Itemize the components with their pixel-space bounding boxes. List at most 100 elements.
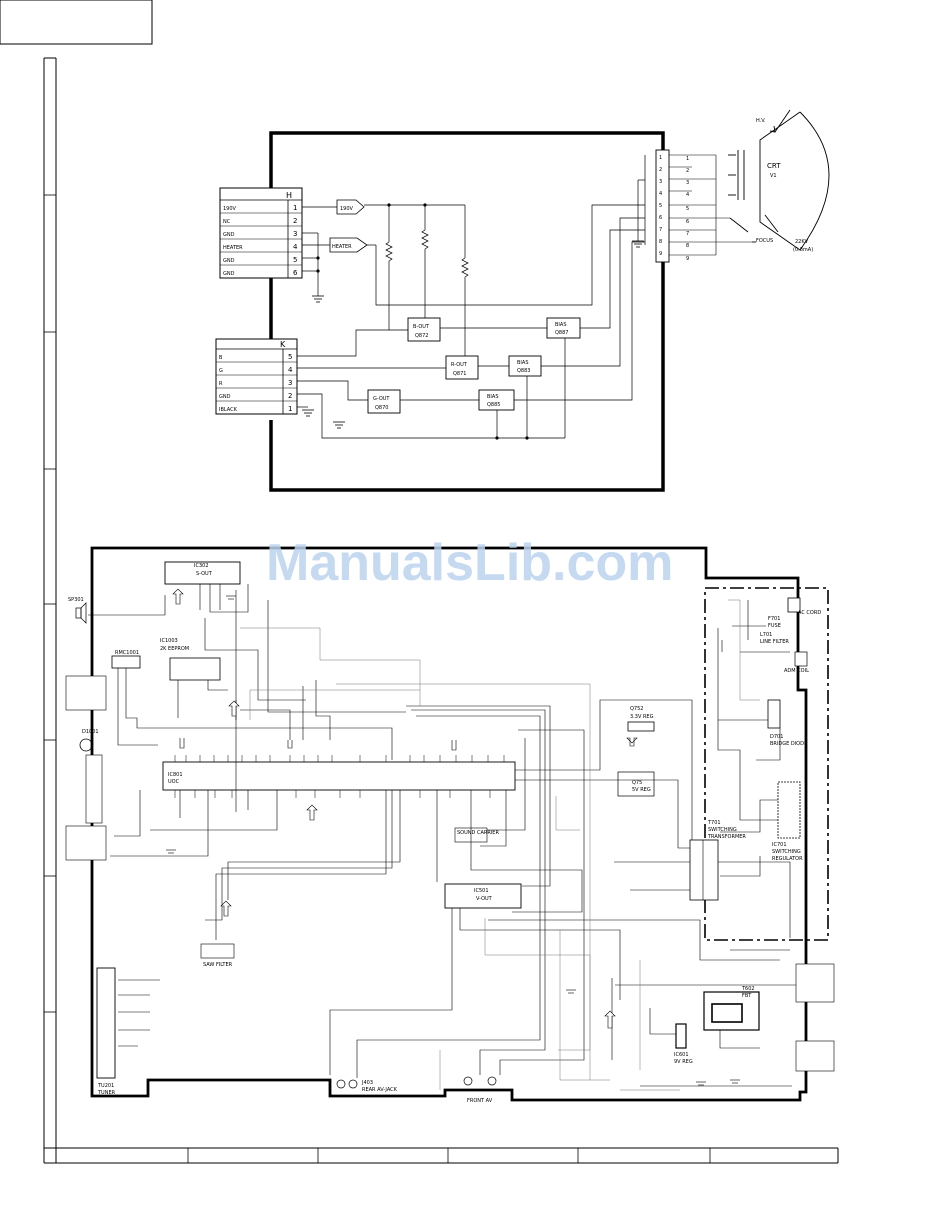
svg-text:Q75: Q75 — [632, 780, 642, 786]
crt-label: CRT — [767, 162, 781, 170]
svg-text:B-OUT: B-OUT — [413, 324, 430, 330]
r-out-block: R-OUT Q871 — [445, 355, 479, 380]
svg-text:J403: J403 — [361, 1080, 373, 1086]
svg-text:2: 2 — [659, 167, 662, 173]
side-connectors — [65, 675, 835, 1072]
svg-text:6: 6 — [686, 219, 689, 225]
svg-text:REGULATOR: REGULATOR — [772, 856, 803, 862]
svg-text:IC801: IC801 — [168, 772, 183, 778]
rear-av-jack: J403 REAR AV-JACK — [336, 1079, 398, 1093]
svg-text:UOC: UOC — [168, 779, 180, 785]
resistor — [421, 229, 429, 252]
ic701-regulator: IC701 SWITCHING REGULATOR — [772, 781, 803, 862]
main-board: IC302 S-OUT RMC1001 IC1003 2K EEPROM IC8… — [65, 546, 835, 1104]
page-frame — [0, 0, 839, 1164]
main-board-wiring — [88, 584, 796, 1087]
saw-filter: SAW FILTER — [200, 943, 235, 968]
svg-text:LINE FILTER: LINE FILTER — [760, 639, 789, 645]
svg-text:IC302: IC302 — [194, 563, 209, 569]
connector-h-pin-label: GND — [223, 232, 235, 238]
svg-text:HEATER: HEATER — [332, 244, 352, 250]
svg-text:Q870: Q870 — [375, 405, 388, 411]
ma-label: (0.8mA) — [793, 247, 813, 253]
connector-h-pin-label: GND — [223, 271, 235, 277]
svg-text:ADM COIL: ADM COIL — [784, 668, 809, 674]
led-d1001: D1001 — [79, 729, 99, 752]
svg-text:BRIDGE DIODE: BRIDGE DIODE — [770, 741, 807, 747]
ic601: IC601 9V REG — [674, 1023, 693, 1065]
tuner-tu201: TU201 TUNER — [96, 967, 116, 1096]
connector-k-pin-num: 1 — [288, 405, 292, 413]
svg-text:TUNER: TUNER — [97, 1090, 116, 1096]
ic801: IC801 UOC — [162, 761, 516, 791]
connector-k-title: K — [280, 340, 286, 349]
kv-label: 22KV — [795, 239, 809, 245]
connector-k: K B G R GND IBLACK 5 4 3 2 1 — [215, 338, 298, 415]
resistor — [385, 241, 393, 264]
crt-pin-numbers — [669, 154, 752, 256]
svg-text:RMC1001: RMC1001 — [115, 650, 139, 656]
svg-text:TU201: TU201 — [97, 1083, 114, 1089]
svg-text:7: 7 — [686, 231, 689, 237]
connector-k-pin-num: 2 — [288, 392, 292, 400]
g-out-block: G-OUT Q870 — [367, 389, 401, 414]
svg-text:IC601: IC601 — [674, 1052, 689, 1058]
crt-outer-pins: 1 2 3 4 5 6 7 8 9 — [686, 156, 689, 262]
connector-h-pin-label: GND — [223, 258, 235, 264]
svg-text:S-OUT: S-OUT — [196, 571, 213, 577]
ic1003: IC1003 2K EEPROM — [160, 638, 221, 681]
svg-text:5V REG: 5V REG — [632, 787, 651, 793]
connector-h-pin-num: 5 — [293, 256, 297, 264]
svg-text:SWITCHING: SWITCHING — [772, 849, 801, 855]
svg-text:Q752: Q752 — [630, 706, 643, 712]
svg-text:SWITCHING: SWITCHING — [708, 827, 737, 833]
svg-text:F701: F701 — [768, 616, 780, 622]
junction-dots — [316, 203, 529, 440]
svg-text:SAW FILTER: SAW FILTER — [203, 962, 233, 968]
svg-text:5: 5 — [686, 206, 689, 212]
svg-text:6: 6 — [659, 215, 662, 221]
ic501: IC501 V-OUT — [444, 883, 522, 909]
crt-sub-label: V1 — [770, 173, 777, 179]
connector-h: H 190V NC GND HEATER GND GND 1 2 3 4 5 6 — [219, 187, 303, 279]
ground-symbols-main — [166, 595, 740, 1086]
bias-block-q883: BIAS Q883 — [508, 355, 542, 377]
svg-text:TRANSFORMER: TRANSFORMER — [707, 834, 746, 840]
svg-text:FUSE: FUSE — [768, 623, 781, 629]
svg-text:9: 9 — [659, 251, 662, 257]
speaker-sp301: SP301 — [68, 597, 87, 624]
connector-h-pin-label: NC — [223, 219, 231, 225]
svg-text:SP301: SP301 — [68, 597, 84, 603]
svg-text:R-OUT: R-OUT — [451, 362, 468, 368]
main-board-traces-light — [240, 599, 760, 1091]
d701-bridge: D701 BRIDGE DIODE — [767, 699, 807, 747]
front-av-jack: FRONT AV — [463, 1076, 497, 1104]
q752: Q752 3.3V REG — [627, 706, 655, 732]
svg-text:5: 5 — [659, 203, 662, 209]
svg-text:3.3V REG: 3.3V REG — [630, 714, 654, 720]
svg-text:2K EEPROM: 2K EEPROM — [160, 646, 189, 652]
svg-text:IC501: IC501 — [474, 888, 489, 894]
crt-wiring — [297, 155, 646, 439]
connector-h-pin-num: 6 — [293, 269, 298, 277]
svg-text:7: 7 — [659, 227, 662, 233]
svg-text:4: 4 — [659, 191, 662, 197]
svg-text:2: 2 — [686, 168, 689, 174]
ground-symbol — [333, 421, 345, 429]
t701-transformer: T701 SWITCHING TRANSFORMER — [689, 820, 746, 901]
svg-text:T701: T701 — [707, 820, 721, 826]
signal-arrows — [172, 588, 638, 1029]
connector-h-pin-num: 4 — [293, 243, 298, 251]
svg-text:Q883: Q883 — [517, 368, 530, 374]
svg-text:Q872: Q872 — [415, 333, 428, 339]
watermark: ManualsLib.com — [266, 534, 673, 592]
svg-text:FRONT AV: FRONT AV — [467, 1098, 493, 1104]
svg-text:8: 8 — [686, 243, 689, 249]
ic302: IC302 S-OUT — [164, 561, 241, 585]
svg-text:Q871: Q871 — [453, 371, 466, 377]
t602-fbt: T602 FBT — [703, 986, 760, 1031]
connector-h-pin-label: 190V — [223, 206, 237, 212]
svg-text:BIAS: BIAS — [517, 360, 529, 366]
connector-h-title: H — [286, 191, 292, 200]
ground-symbol — [302, 409, 314, 417]
